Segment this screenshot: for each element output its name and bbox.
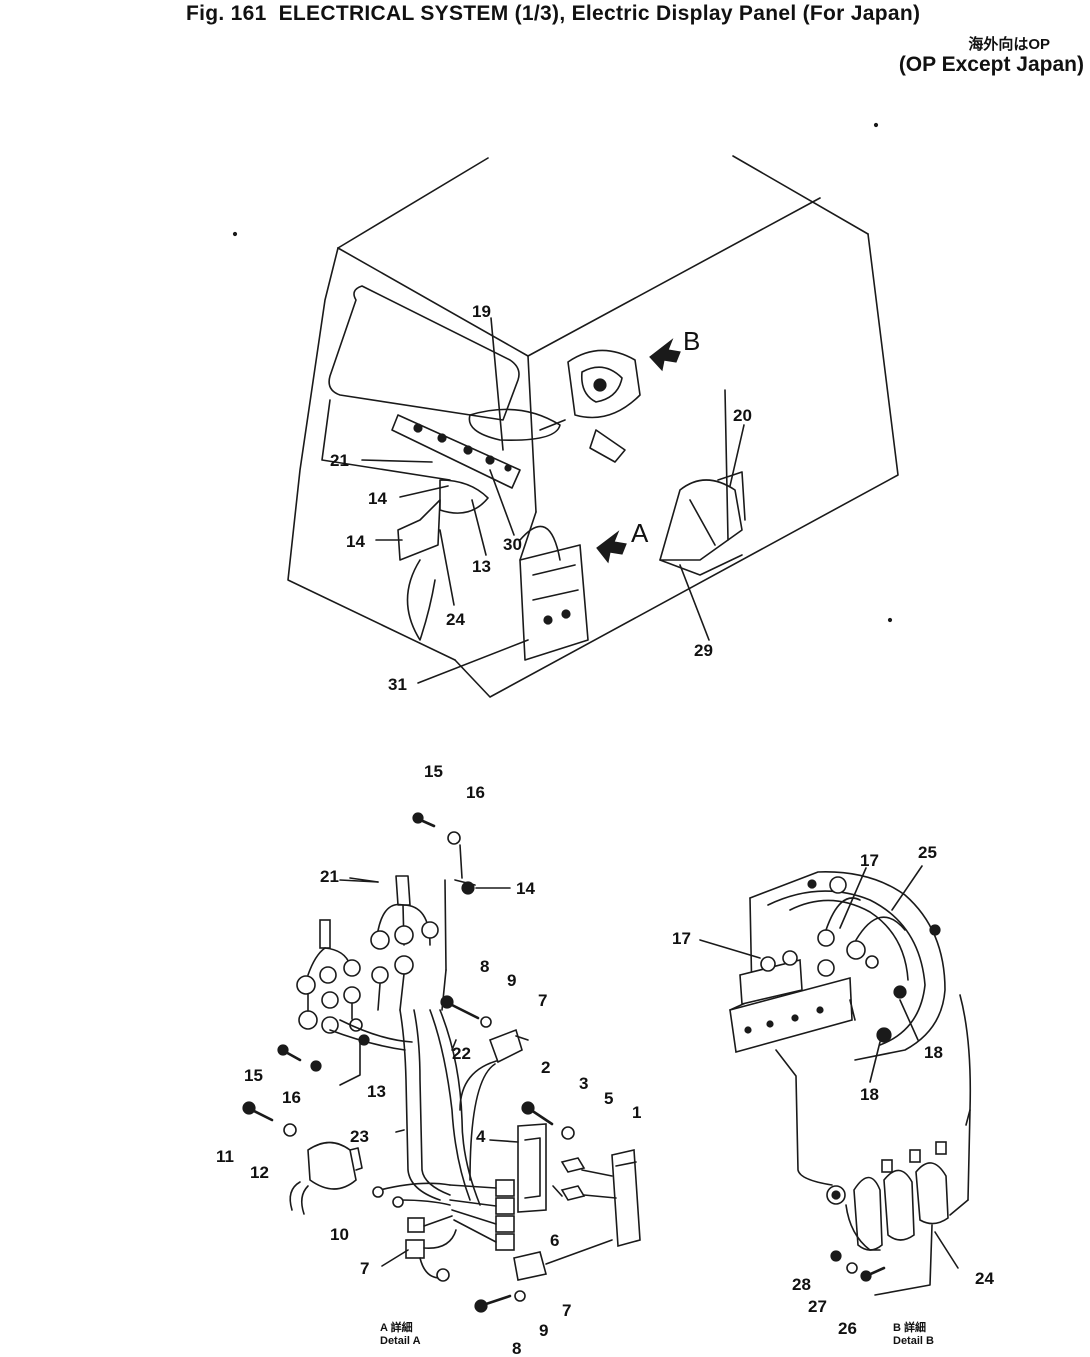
callout-24: 24	[975, 1269, 994, 1288]
callout-16b: 16	[282, 1088, 301, 1107]
callout-7a: 7	[538, 991, 547, 1010]
callout-15a: 15	[424, 762, 443, 781]
callout-8b: 8	[512, 1339, 521, 1357]
cab-assembly: B A 19 21 14 14 13 30 24 31 20 29	[232, 122, 899, 698]
callout-23: 23	[350, 1127, 369, 1146]
callout-21: 21	[330, 451, 349, 470]
callout-13: 13	[367, 1082, 386, 1101]
callout-4: 4	[476, 1127, 486, 1146]
callout-21: 21	[320, 867, 339, 886]
detail-b-en: Detail B	[893, 1335, 934, 1347]
callout-20: 20	[733, 406, 752, 425]
callout-16a: 16	[466, 783, 485, 802]
detail-a-en: Detail A	[380, 1335, 421, 1347]
callout-9b: 9	[539, 1321, 548, 1340]
callout-7c: 7	[562, 1301, 571, 1320]
callout-19: 19	[472, 302, 491, 321]
callout-6: 6	[550, 1231, 559, 1250]
callout-17b: 17	[672, 929, 691, 948]
callout-25: 25	[918, 843, 937, 862]
callout-30: 30	[503, 535, 522, 554]
callout-18a: 18	[924, 1043, 943, 1062]
figure-caption: ELECTRICAL SYSTEM (1/3), Electric Displa…	[278, 2, 921, 25]
callout-17a: 17	[860, 851, 879, 870]
callout-3: 3	[579, 1074, 588, 1093]
figure-number: Fig. 161	[186, 2, 267, 25]
callout-18b: 18	[860, 1085, 879, 1104]
callout-14b: 14	[346, 532, 365, 551]
callout-14a: 14	[368, 489, 387, 508]
callout-26: 26	[838, 1319, 857, 1338]
callout-29: 29	[694, 641, 713, 660]
callout-27: 27	[808, 1297, 827, 1316]
callout-5: 5	[604, 1089, 613, 1108]
callout-24: 24	[446, 610, 465, 629]
japanese-note: 海外向はOP	[968, 36, 1050, 53]
detail-b-caption: B 詳細 Detail B	[893, 1322, 934, 1348]
detail-b-jp: B 詳細	[893, 1322, 926, 1334]
callout-10: 10	[330, 1225, 349, 1244]
callout-28: 28	[792, 1275, 811, 1294]
callout-9a: 9	[507, 971, 516, 990]
detail-b-assembly: 17 25 17 18 18 28 27 26 24	[672, 843, 994, 1338]
detail-a-caption: A 詳細 Detail A	[380, 1322, 421, 1348]
callout-31: 31	[388, 675, 407, 694]
detail-a-jp: A 詳細	[380, 1322, 413, 1334]
callout-12: 12	[250, 1163, 269, 1182]
callout-14: 14	[516, 879, 535, 898]
callout-22: 22	[452, 1044, 471, 1063]
view-b-marker: B	[683, 326, 700, 356]
except-japan-note: (OP Except Japan)	[898, 53, 1084, 76]
callout-8a: 8	[480, 957, 489, 976]
view-a-marker: A	[631, 518, 649, 548]
figure-title: Fig. 161 ELECTRICAL SYSTEM (1/3), Electri…	[186, 2, 932, 26]
callout-7b: 7	[360, 1259, 369, 1278]
callout-13: 13	[472, 557, 491, 576]
callout-2: 2	[541, 1058, 550, 1077]
callout-1: 1	[632, 1103, 641, 1122]
callout-15b: 15	[244, 1066, 263, 1085]
callout-11: 11	[216, 1147, 234, 1166]
detail-a-assembly: 15 16 14 21 8 9 7 22 15 16 13 2 3 5 1 4 …	[216, 762, 641, 1357]
